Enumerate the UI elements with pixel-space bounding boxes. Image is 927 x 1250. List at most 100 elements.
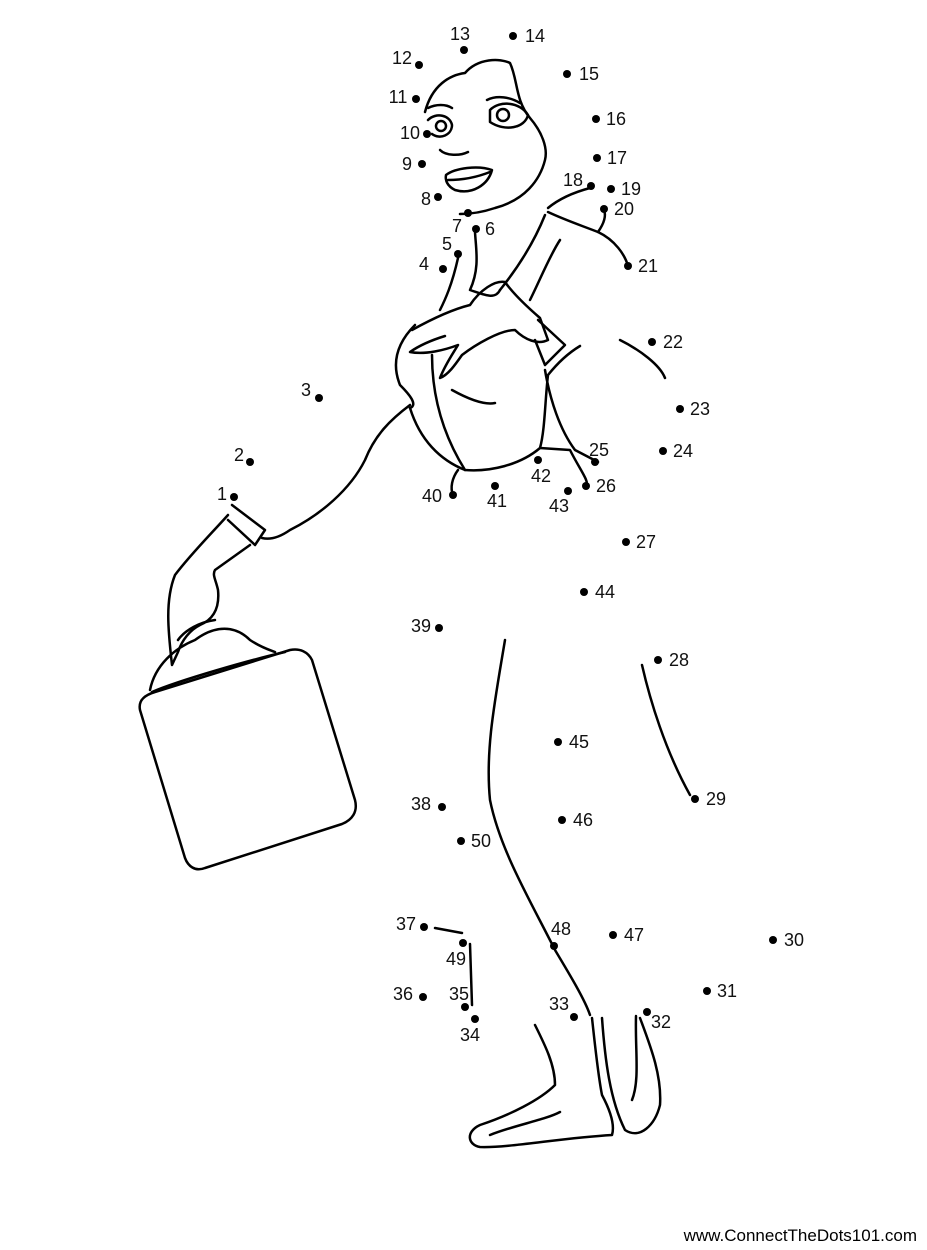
dot-label: 50 <box>470 831 492 851</box>
dot-label: 31 <box>716 981 738 1001</box>
website-credit: www.ConnectTheDots101.com <box>683 1226 917 1245</box>
dot-label: 7 <box>451 216 463 236</box>
dot-3 <box>315 394 323 402</box>
dot-28 <box>654 656 662 664</box>
dot-label: 39 <box>410 616 432 636</box>
dot-label: 15 <box>578 64 600 84</box>
dot-33 <box>570 1013 578 1021</box>
dot-label: 38 <box>410 794 432 814</box>
dot-14 <box>509 32 517 40</box>
dot-label: 26 <box>595 476 617 496</box>
dot-23 <box>676 405 684 413</box>
dot-29 <box>691 795 699 803</box>
dot-label: 17 <box>606 148 628 168</box>
dot-label: 32 <box>650 1012 672 1032</box>
dot-label: 46 <box>572 810 594 830</box>
dot-21 <box>624 262 632 270</box>
dot-41 <box>491 482 499 490</box>
dot-2 <box>246 458 254 466</box>
dot-47 <box>609 931 617 939</box>
dot-44 <box>580 588 588 596</box>
dot-8 <box>434 193 442 201</box>
dot-22 <box>648 338 656 346</box>
dot-26 <box>582 482 590 490</box>
dot-label: 28 <box>668 650 690 670</box>
dot-30 <box>769 936 777 944</box>
dot-31 <box>703 987 711 995</box>
dot-label: 8 <box>420 189 432 209</box>
dot-9 <box>418 160 426 168</box>
dot-35 <box>461 1003 469 1011</box>
dot-13 <box>460 46 468 54</box>
dot-label: 37 <box>395 914 417 934</box>
dot-label: 36 <box>392 984 414 1004</box>
dot-27 <box>622 538 630 546</box>
dot-label: 48 <box>550 919 572 939</box>
dot-label: 22 <box>662 332 684 352</box>
dot-50 <box>457 837 465 845</box>
dot-43 <box>564 487 572 495</box>
dot-label: 42 <box>530 466 552 486</box>
dot-label: 6 <box>484 219 496 239</box>
dot-label: 49 <box>445 949 467 969</box>
dot-label: 12 <box>391 48 413 68</box>
dot-label: 14 <box>524 26 546 46</box>
dot-24 <box>659 447 667 455</box>
dot-label: 19 <box>620 179 642 199</box>
dot-label: 16 <box>605 109 627 129</box>
dot-label: 40 <box>421 486 443 506</box>
dot-20 <box>600 205 608 213</box>
dot-label: 41 <box>486 491 508 511</box>
dot-19 <box>607 185 615 193</box>
dot-4 <box>439 265 447 273</box>
dot-32 <box>643 1008 651 1016</box>
dot-42 <box>534 456 542 464</box>
dot-label: 25 <box>588 440 610 460</box>
dot-label: 20 <box>613 199 635 219</box>
dot-17 <box>593 154 601 162</box>
dot-1 <box>230 493 238 501</box>
dot-label: 3 <box>300 380 312 400</box>
dot-48 <box>550 942 558 950</box>
dot-5 <box>454 250 462 258</box>
dot-25 <box>591 458 599 466</box>
dot-label: 29 <box>705 789 727 809</box>
dot-7 <box>464 209 472 217</box>
dot-label: 34 <box>459 1025 481 1045</box>
dot-label: 33 <box>548 994 570 1014</box>
dot-label: 2 <box>233 445 245 465</box>
dot-40 <box>449 491 457 499</box>
dot-label: 18 <box>562 170 584 190</box>
dot-label: 45 <box>568 732 590 752</box>
dot-label: 13 <box>449 24 471 44</box>
dot-16 <box>592 115 600 123</box>
dot-15 <box>563 70 571 78</box>
dot-38 <box>438 803 446 811</box>
dot-10 <box>423 130 431 138</box>
dot-label: 27 <box>635 532 657 552</box>
dot-label: 43 <box>548 496 570 516</box>
dot-label: 5 <box>441 234 453 254</box>
dot-label: 47 <box>623 925 645 945</box>
dot-12 <box>415 61 423 69</box>
dot-label: 11 <box>388 87 408 107</box>
dot-label: 44 <box>594 582 616 602</box>
dot-45 <box>554 738 562 746</box>
dot-label: 1 <box>216 484 228 504</box>
dot-label: 24 <box>672 441 694 461</box>
dot-label: 21 <box>637 256 659 276</box>
dot-label: 35 <box>448 984 470 1004</box>
dot-label: 30 <box>783 930 805 950</box>
dot-label: 9 <box>401 154 413 174</box>
dot-46 <box>558 816 566 824</box>
dot-6 <box>472 225 480 233</box>
dot-49 <box>459 939 467 947</box>
dot-18 <box>587 182 595 190</box>
dot-label: 23 <box>689 399 711 419</box>
dot-label: 4 <box>418 254 430 274</box>
dot-36 <box>419 993 427 1001</box>
dot-34 <box>471 1015 479 1023</box>
dot-11 <box>412 95 420 103</box>
